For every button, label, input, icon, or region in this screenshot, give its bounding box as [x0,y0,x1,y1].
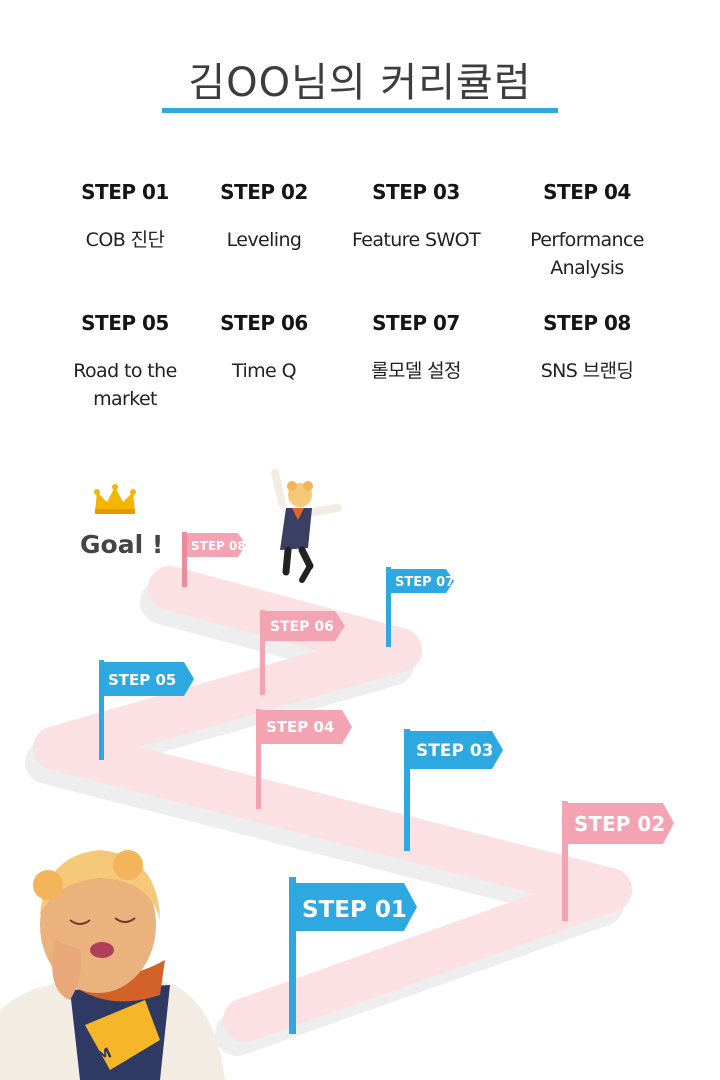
goal-label: Goal ! [80,530,164,559]
flag-label: STEP 06 [270,619,334,635]
step-number: STEP 05 [81,311,169,335]
flag-label: STEP 08 [191,539,246,553]
flag-label: STEP 02 [574,812,665,836]
step-number: STEP 02 [220,180,308,204]
step-item-06: STEP 06 Time Q [179,311,349,385]
step-item-08: STEP 08 SNS 브랜딩 [502,311,672,385]
step-name: Leveling [226,229,302,251]
flag-step-03: STEP 03 [404,729,503,851]
step-name: COB 진단 [85,229,165,251]
step-item-05: STEP 05 Road to the market [40,311,210,413]
flag-label: STEP 07 [395,575,454,590]
flag-step-05: STEP 05 [99,660,194,760]
step-name: Time Q [232,360,297,382]
step-number: STEP 07 [372,311,460,335]
crown-icon [93,484,137,520]
step-item-01: STEP 01 COB 진단 [40,180,210,254]
step-name: 롤모델 설정 [371,360,461,382]
flag-step-02: STEP 02 [562,801,674,921]
step-number: STEP 01 [81,180,169,204]
svg-text:M: M [95,1045,114,1065]
step-item-07: STEP 07 롤모델 설정 [331,311,501,385]
step-item-04: STEP 04 Performance Analysis [502,180,672,282]
flag-label: STEP 03 [416,741,494,761]
step-name: SNS 브랜딩 [540,360,634,382]
step-number: STEP 08 [543,311,631,335]
step-name: Feature SWOT [351,229,481,251]
flag-label: STEP 05 [108,671,176,689]
flag-step-04: STEP 04 [256,709,352,809]
flag-step-01: STEP 01 [289,877,417,1034]
flag-label: STEP 04 [266,718,334,736]
flag-step-06: STEP 06 [260,610,345,695]
step-name: Road to the market [73,360,177,410]
step-name: Performance Analysis [530,229,644,279]
flag-step-07: STEP 07 [386,567,454,647]
step-item-03: STEP 03 Feature SWOT [331,180,501,254]
character-jumping [271,469,342,583]
character-resting: M [0,850,225,1080]
step-number: STEP 06 [220,311,308,335]
flag-step-08: STEP 08 [182,532,246,587]
step-item-02: STEP 02 Leveling [179,180,349,254]
title-underline [162,108,558,113]
step-number: STEP 04 [543,180,631,204]
flag-label: STEP 01 [302,897,407,923]
step-number: STEP 03 [372,180,460,204]
page-title: 김OO님의 커리큘럼 [188,60,532,106]
